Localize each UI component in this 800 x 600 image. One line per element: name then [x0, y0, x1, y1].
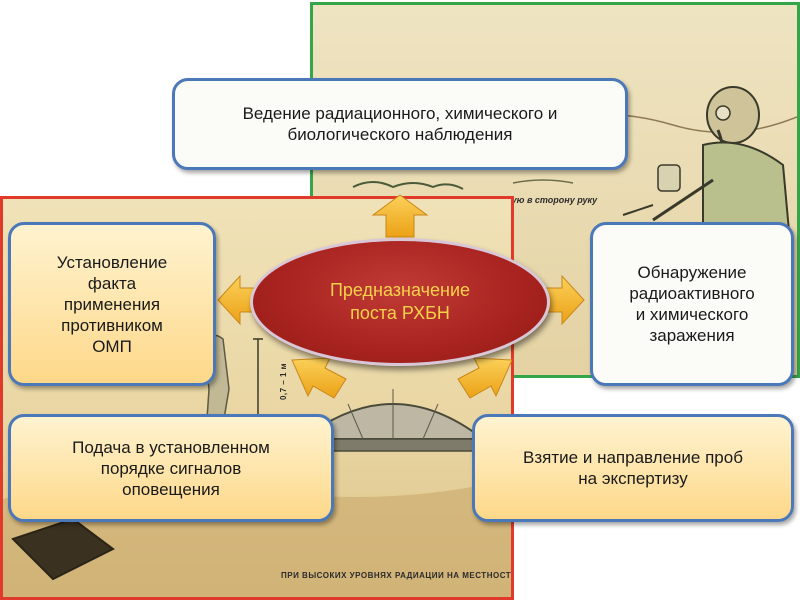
function-text-samples: Взятие и направление проб на экспертизу	[523, 447, 743, 489]
function-text-wmd-detection: Установление факта применения противнико…	[57, 252, 167, 357]
function-box-samples: Взятие и направление проб на экспертизу	[472, 414, 794, 522]
arrow-down-left-icon	[292, 358, 346, 398]
arrow-up-icon	[373, 195, 427, 237]
function-text-observation: Ведение радиационного, химического и био…	[243, 103, 558, 145]
center-title: Предназначение поста РХБН	[330, 279, 470, 325]
function-text-signals: Подача в установленном порядке сигналов …	[72, 437, 270, 500]
function-text-contamination: Обнаружение радиоактивного и химического…	[629, 262, 754, 346]
center-title-ellipse: Предназначение поста РХБН	[250, 238, 550, 366]
function-box-contamination: Обнаружение радиоактивного и химического…	[590, 222, 794, 386]
function-box-observation: Ведение радиационного, химического и био…	[172, 78, 628, 170]
arrow-down-right-icon	[458, 358, 512, 398]
function-box-signals: Подача в установленном порядке сигналов …	[8, 414, 334, 522]
function-box-wmd-detection: Установление факта применения противнико…	[8, 222, 216, 386]
